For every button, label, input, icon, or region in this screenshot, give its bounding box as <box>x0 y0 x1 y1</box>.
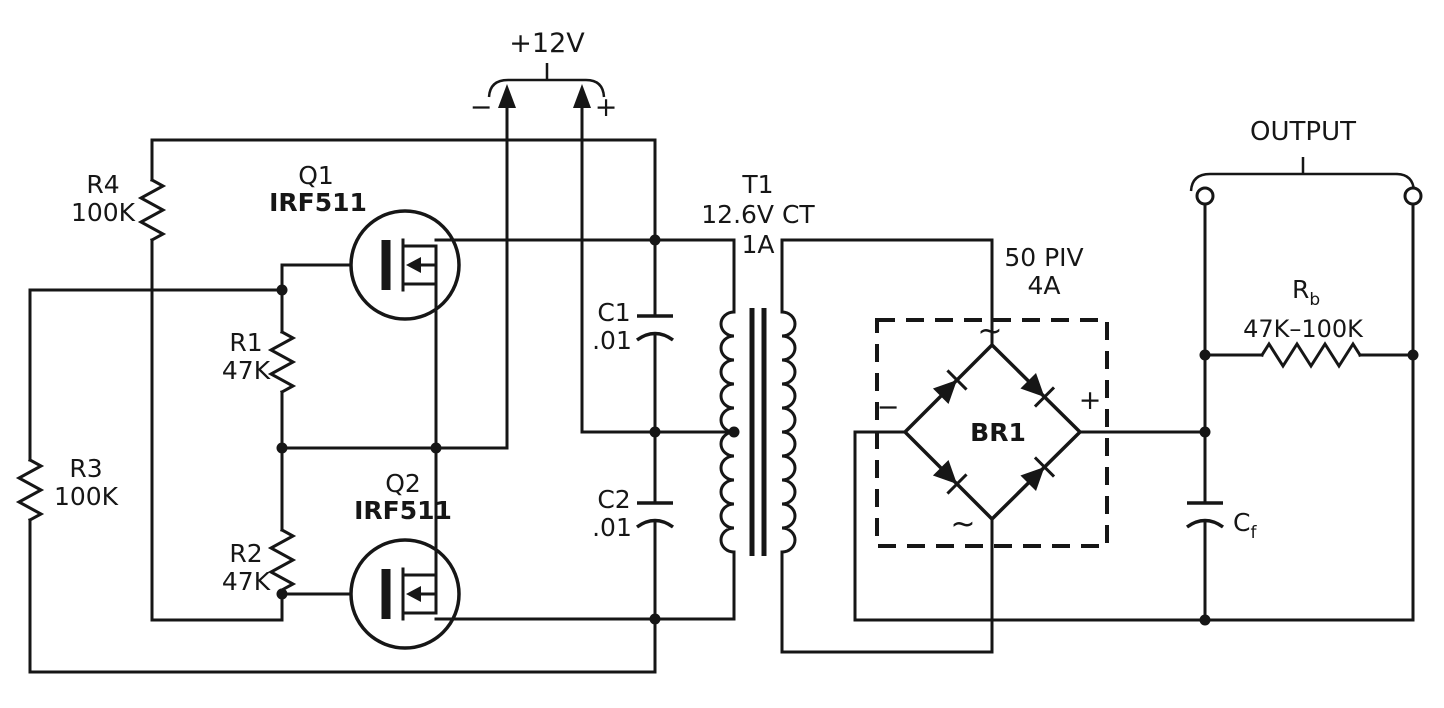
br1-neg-label: − <box>877 392 900 423</box>
diode-bar <box>946 369 968 391</box>
diode-triangle-icon <box>1020 372 1045 397</box>
br1-diode-top-right <box>1020 372 1056 408</box>
junction-dot <box>728 426 740 438</box>
c1-plates <box>635 314 675 342</box>
output-terminal-right <box>1403 186 1423 206</box>
minus-supply-arrow-icon <box>498 84 516 108</box>
q2-ref-label: Q2 <box>385 469 421 498</box>
diode-bar <box>1033 456 1056 478</box>
r1-zigzag <box>267 329 297 395</box>
br1-bridge-rectifier: ~ ~ − + BR1 50 PIV 4A <box>875 243 1109 548</box>
t1-transformer: T1 12.6V CT 1A <box>701 170 815 556</box>
br1-pos-label: + <box>1079 385 1102 416</box>
r4-resistor: R4 100K <box>71 170 167 243</box>
rb-bleeder-resistor: Rb 47K–100K <box>1243 275 1364 369</box>
junction-dots <box>276 234 1419 626</box>
q1-part-label: IRF511 <box>269 188 367 217</box>
cf-filter-capacitor: Cf <box>1185 501 1257 543</box>
r4-value-label: 100K <box>71 198 136 227</box>
r2-zigzag <box>267 527 297 593</box>
q2-internal-leads <box>401 573 438 615</box>
r3-ref-label: R3 <box>69 454 102 483</box>
junction-dot <box>1199 349 1211 361</box>
r2-value-label: 47K <box>222 567 271 596</box>
t1-core <box>749 308 767 556</box>
q1-ref-label: Q1 <box>298 161 334 190</box>
r3-zigzag <box>15 457 45 523</box>
t1-spec-label: 12.6V CT <box>701 200 815 229</box>
supply-brace <box>487 63 606 98</box>
t1-current-label: 1A <box>741 230 774 259</box>
rb-zigzag <box>1259 341 1363 369</box>
br1-current-label: 4A <box>1027 271 1060 300</box>
br1-diode-left-bottom <box>932 459 968 495</box>
q1-mosfet: Q1 IRF511 <box>269 161 461 321</box>
br1-diamond <box>902 342 1083 522</box>
br1-ac-top-label: ~ <box>977 314 1002 349</box>
q2-arrow-icon <box>406 586 421 602</box>
br1-diode-left-top <box>932 369 968 405</box>
junction-dot <box>430 442 442 454</box>
c1-capacitor: C1 .01 <box>592 298 675 355</box>
supply-plus-label: + <box>595 92 618 123</box>
t1-secondary-coil <box>780 310 797 554</box>
diode-triangle-icon <box>1020 467 1045 492</box>
junction-dot <box>276 442 288 454</box>
r3-value-label: 100K <box>54 482 119 511</box>
r3-resistor: R3 100K <box>15 454 119 523</box>
r4-zigzag <box>137 177 167 243</box>
br1-ac-bottom-label: ~ <box>950 507 975 542</box>
wires-right-section <box>780 202 1415 654</box>
output-title-label: OUTPUT <box>1250 117 1356 147</box>
junction-dot <box>1199 426 1211 438</box>
junction-dot <box>276 284 288 296</box>
plus-supply-arrow-icon <box>573 84 591 108</box>
supply-voltage-label: +12V <box>509 28 585 59</box>
br1-ref-label: BR1 <box>970 418 1026 447</box>
junction-dot <box>1407 349 1419 361</box>
t1-ref-label: T1 <box>741 170 773 199</box>
q2-mosfet: Q2 IRF511 <box>349 469 461 650</box>
diode-triangle-icon <box>932 459 957 484</box>
c2-plates <box>635 501 675 529</box>
rb-value-label: 47K–100K <box>1243 315 1364 343</box>
rb-ref-label: Rb <box>1292 275 1320 310</box>
c1-ref-label: C1 <box>597 298 630 327</box>
br1-rating-label: 50 PIV <box>1004 243 1083 272</box>
output-section: OUTPUT Rb 47K–100K Cf <box>1185 117 1423 543</box>
r4-ref-label: R4 <box>86 170 119 199</box>
junction-dot <box>649 426 661 438</box>
junction-dot <box>1199 614 1211 626</box>
br1-diode-bottom-right <box>1020 456 1056 492</box>
junction-dot <box>649 234 661 246</box>
junction-dot <box>649 613 661 625</box>
wires-left-section <box>28 102 736 674</box>
r2-ref-label: R2 <box>229 539 262 568</box>
q1-arrow-icon <box>406 257 421 273</box>
c2-ref-label: C2 <box>597 485 630 514</box>
r1-value-label: 47K <box>222 356 271 385</box>
q1-body-circle <box>349 209 461 321</box>
cf-plates <box>1185 501 1225 529</box>
diode-bar <box>1033 386 1056 408</box>
c2-value-label: .01 <box>592 513 632 542</box>
br1-dashed-box <box>875 318 1109 548</box>
q2-body-circle <box>349 538 461 650</box>
q2-part-label: IRF511 <box>354 496 452 525</box>
r1-resistor: R1 47K <box>222 328 297 395</box>
supply-12v: +12V − + <box>470 28 618 123</box>
r2-resistor: R2 47K <box>222 527 297 596</box>
diode-triangle-icon <box>932 380 957 405</box>
output-terminal-left <box>1195 186 1215 206</box>
r1-ref-label: R1 <box>229 328 262 357</box>
c1-value-label: .01 <box>592 326 632 355</box>
c2-capacitor: C2 .01 <box>592 485 675 542</box>
output-brace <box>1189 157 1416 192</box>
junction-dot <box>276 588 288 600</box>
q1-internal-leads <box>401 244 438 286</box>
diode-bar <box>946 473 968 495</box>
cf-ref-label: Cf <box>1233 508 1257 543</box>
supply-minus-label: − <box>470 92 493 123</box>
